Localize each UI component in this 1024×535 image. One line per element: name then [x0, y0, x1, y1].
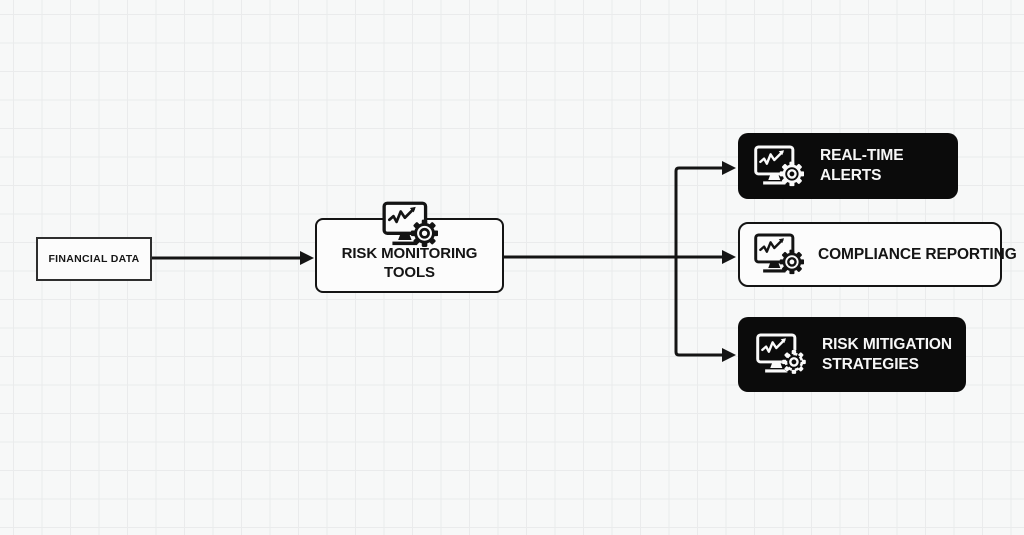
arrowhead-into-alerts [722, 161, 736, 175]
real-time-alerts-label: REAL-TIME ALERTS [820, 147, 904, 184]
monitor-chart-gear-icon [754, 233, 804, 275]
monitor-chart-gear-dashed-icon [756, 333, 806, 374]
financial-data-label: FINANCIAL DATA [48, 253, 140, 265]
arrowhead-into-compliance [722, 250, 736, 264]
edge-branch-top [674, 166, 723, 357]
node-compliance-reporting[interactable]: COMPLIANCE REPORTING [738, 222, 1017, 287]
arrowhead-into-monitoring [300, 251, 314, 265]
compliance-reporting-label: COMPLIANCE REPORTING [818, 245, 1017, 263]
monitor-chart-gear-icon [754, 145, 804, 186]
arrowhead-into-mitigation [722, 348, 736, 362]
risk-mitigation-label: RISK MITIGATION STRATEGIES [822, 335, 952, 373]
node-real-time-alerts[interactable]: REAL-TIME ALERTS [738, 133, 958, 199]
node-risk-mitigation-strategies[interactable]: RISK MITIGATION STRATEGIES [738, 317, 966, 392]
risk-monitoring-label: RISK MONITORING TOOLS [341, 245, 478, 281]
monitor-chart-gear-icon [382, 201, 438, 247]
node-financial-data[interactable]: FINANCIAL DATA [36, 237, 152, 281]
